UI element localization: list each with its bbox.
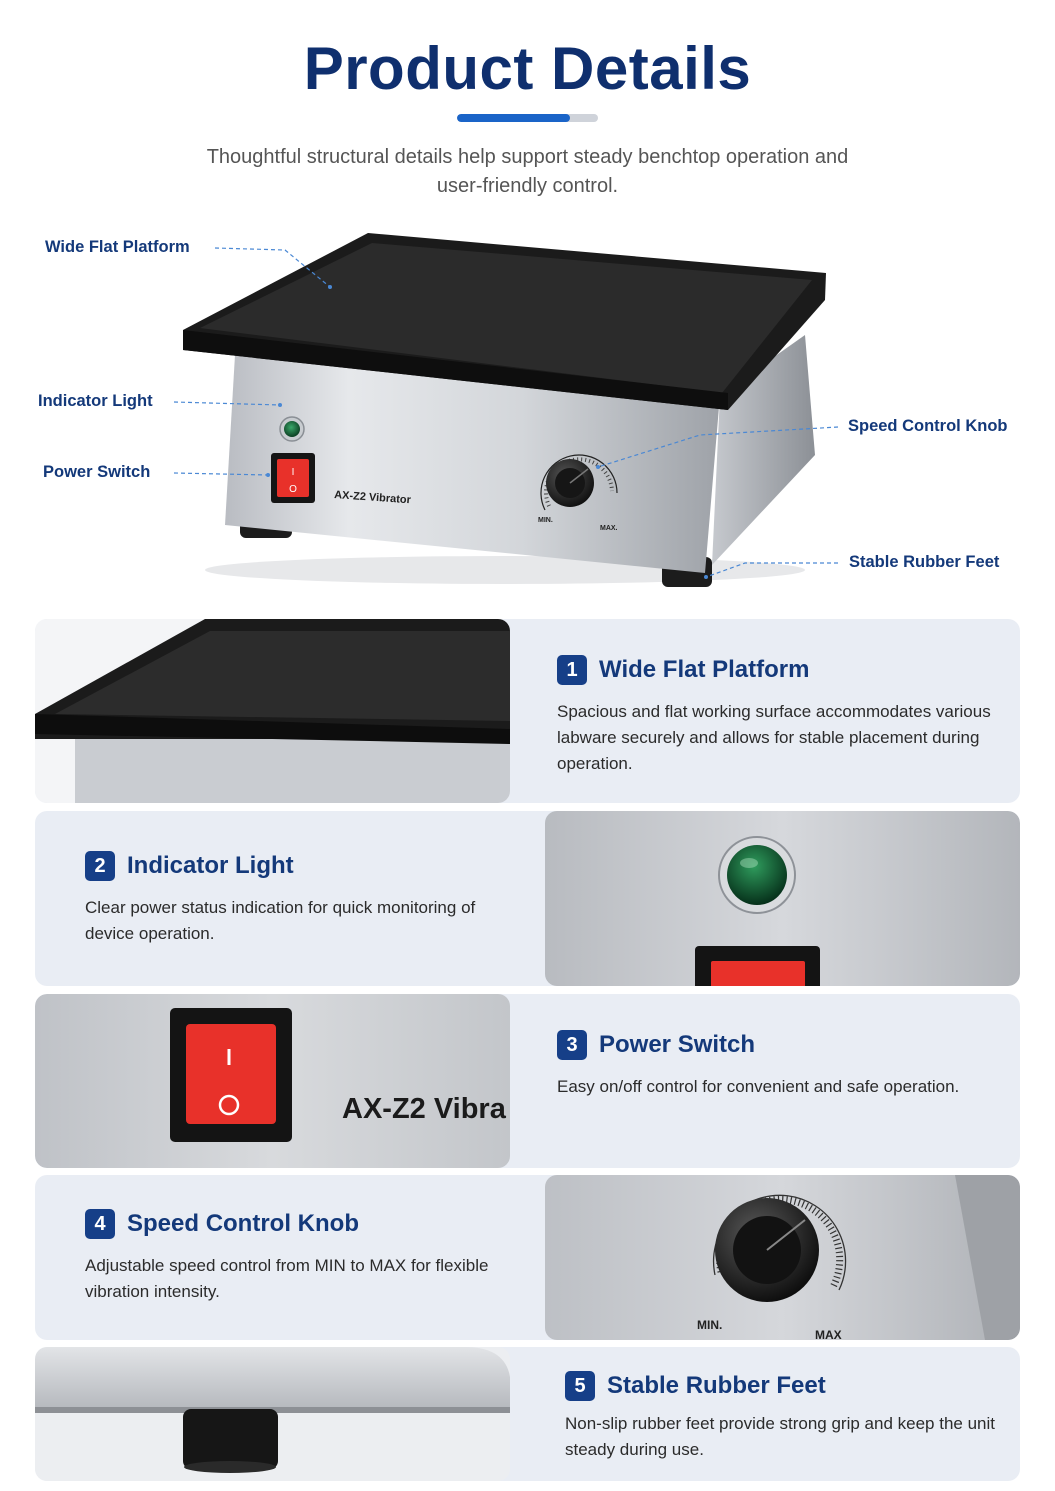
feature-title-3: Power Switch bbox=[599, 1031, 756, 1058]
rubber-foot-closeup bbox=[183, 1409, 278, 1469]
callout-indicator-light: Indicator Light bbox=[38, 392, 153, 410]
feature-card-platform: 1 Wide Flat Platform Spacious and flat w… bbox=[35, 619, 1020, 803]
device-label: AX-Z2 Vibrator bbox=[334, 489, 412, 506]
feature-title-5: Stable Rubber Feet bbox=[607, 1372, 826, 1399]
feature-number-1: 1 bbox=[557, 655, 587, 685]
feature-number-4: 4 bbox=[85, 1209, 115, 1239]
hero-product: I O AX-Z2 Vibrator MIN. MAX. Wide Flat P… bbox=[0, 225, 1055, 605]
feature-card-switch: AX-Z2 Vibra 3 Power Switch Easy on/off c… bbox=[35, 994, 1020, 1168]
feature-title-2: Indicator Light bbox=[127, 852, 294, 879]
feature-text-5: 5 Stable Rubber Feet Non-slip rubber fee… bbox=[565, 1347, 1005, 1481]
vibrator-illustration: I O AX-Z2 Vibrator MIN. MAX. bbox=[173, 233, 839, 587]
switch-on-mark: I bbox=[292, 467, 295, 478]
title-underline bbox=[457, 114, 598, 122]
feature-heading-5: 5 Stable Rubber Feet bbox=[565, 1371, 1005, 1401]
callout-speed-knob: Speed Control Knob bbox=[848, 417, 1008, 435]
feature-heading-3: 3 Power Switch bbox=[557, 1030, 997, 1060]
feature-heading-4: 4 Speed Control Knob bbox=[85, 1209, 505, 1239]
knob-min-label: MIN. bbox=[538, 517, 553, 524]
switch-off-mark: O bbox=[289, 484, 297, 495]
feature-title-4: Speed Control Knob bbox=[127, 1210, 359, 1237]
feature-text-2: 2 Indicator Light Clear power status ind… bbox=[85, 811, 505, 986]
feature-card-feet: 5 Stable Rubber Feet Non-slip rubber fee… bbox=[35, 1347, 1020, 1481]
feature-heading-2: 2 Indicator Light bbox=[85, 851, 505, 881]
feature-text-3: 3 Power Switch Easy on/off control for c… bbox=[557, 994, 997, 1168]
feature-title-1: Wide Flat Platform bbox=[599, 656, 810, 683]
feature-desc-5: Non-slip rubber feet provide strong grip… bbox=[565, 1414, 995, 1459]
indicator-light-closeup bbox=[727, 845, 787, 905]
callout-platform: Wide Flat Platform bbox=[45, 238, 190, 256]
feature-card-knob: 4 Speed Control Knob Adjustable speed co… bbox=[35, 1175, 1020, 1340]
indicator-closeup bbox=[545, 811, 1020, 986]
feature-heading-1: 1 Wide Flat Platform bbox=[557, 655, 997, 685]
feature-desc-2: Clear power status indication for quick … bbox=[85, 898, 476, 943]
feature-text-4: 4 Speed Control Knob Adjustable speed co… bbox=[85, 1175, 505, 1340]
feet-closeup bbox=[35, 1347, 510, 1481]
knob-closeup-max: MAX bbox=[815, 1328, 842, 1340]
knob-closeup-min: MIN. bbox=[697, 1318, 722, 1332]
switch-closeup-label: AX-Z2 Vibra bbox=[342, 1093, 507, 1125]
feature-number-5: 5 bbox=[565, 1371, 595, 1401]
feature-number-3: 3 bbox=[557, 1030, 587, 1060]
callout-line-platform bbox=[214, 247, 331, 288]
feature-desc-1: Spacious and flat working surface accomm… bbox=[557, 702, 991, 773]
callout-line-light bbox=[173, 401, 281, 406]
switch-closeup: AX-Z2 Vibra bbox=[35, 994, 510, 1168]
feature-number-2: 2 bbox=[85, 851, 115, 881]
indicator-light bbox=[284, 421, 300, 437]
feature-card-indicator: 2 Indicator Light Clear power status ind… bbox=[35, 811, 1020, 986]
platform-closeup bbox=[35, 619, 510, 803]
callout-line-feet bbox=[705, 562, 838, 578]
knob-closeup: MIN. MAX bbox=[545, 1175, 1020, 1340]
feature-desc-3: Easy on/off control for convenient and s… bbox=[557, 1077, 960, 1096]
power-switch-closeup bbox=[186, 1024, 276, 1124]
feature-text-1: 1 Wide Flat Platform Spacious and flat w… bbox=[557, 619, 997, 803]
title-underline-fill bbox=[457, 114, 570, 122]
callout-power-switch: Power Switch bbox=[43, 463, 151, 481]
power-switch-rocker bbox=[277, 459, 309, 497]
callout-rubber-feet: Stable Rubber Feet bbox=[849, 553, 1000, 571]
feature-desc-4: Adjustable speed control from MIN to MAX… bbox=[85, 1256, 489, 1301]
body-front bbox=[225, 355, 720, 573]
page-title: Product Details bbox=[303, 35, 752, 102]
knob-max-label: MAX. bbox=[600, 525, 618, 532]
callout-line-switch bbox=[173, 472, 269, 476]
page-subtitle: Thoughtful structural details help suppo… bbox=[206, 146, 849, 197]
